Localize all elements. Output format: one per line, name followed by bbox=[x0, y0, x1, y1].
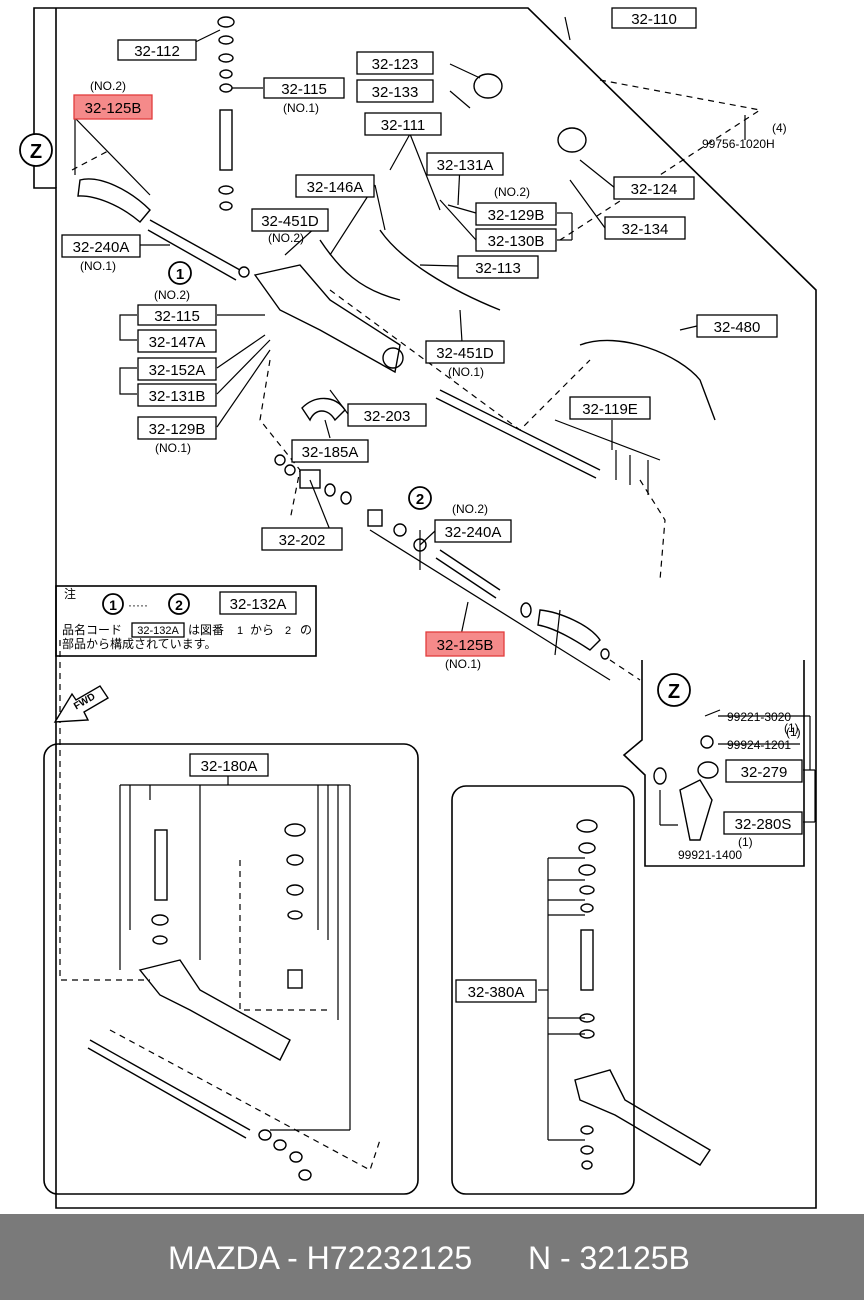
z-marker-top: Z bbox=[30, 141, 42, 163]
legend-title: 注 bbox=[64, 586, 76, 601]
label-32-125b-highlight-bottom: 32-125B bbox=[437, 637, 494, 654]
part-99221-3020: 99221-3020 bbox=[727, 710, 791, 724]
label-32-451d-bottom: 32-451D bbox=[436, 345, 494, 362]
label-32-125b-highlight-top: 32-125B bbox=[85, 100, 142, 117]
z-marker-bottom: Z bbox=[668, 681, 680, 703]
label-32-112: 32-112 bbox=[134, 43, 180, 60]
note-no2-left: (NO.2) bbox=[154, 288, 190, 302]
label-32-129b-top: 32-129B bbox=[488, 207, 545, 224]
note-qty-1-c: (1) bbox=[738, 835, 753, 849]
legend-circle-2: 2 bbox=[175, 597, 183, 613]
legend-line-1d: の bbox=[300, 623, 312, 637]
label-32-203: 32-203 bbox=[364, 408, 411, 425]
label-32-129b-bottom: 32-129B bbox=[149, 421, 206, 438]
footer-brand-part: MAZDA - H72232125 bbox=[168, 1240, 473, 1276]
lower-left-box bbox=[43, 743, 419, 1195]
footer-bar: MAZDA - H72232125 N - 32125B bbox=[0, 1214, 864, 1300]
circle-marker-1: 1 bbox=[176, 266, 184, 283]
legend-line-1b: は図番 bbox=[188, 623, 224, 637]
note-no2-bottom: (NO.2) bbox=[452, 502, 488, 516]
label-32-280s: 32-280S bbox=[735, 816, 792, 833]
note-no2-top-left: (NO.2) bbox=[90, 79, 126, 93]
z-detail-box bbox=[622, 660, 805, 867]
note-no1-bottom: (NO.1) bbox=[445, 657, 481, 671]
label-32-451d-top: 32-451D bbox=[261, 213, 319, 230]
label-32-147a: 32-147A bbox=[149, 334, 206, 351]
legend-line-2: 部品から構成されています。 bbox=[62, 636, 216, 651]
note-no1-mid: (NO.1) bbox=[448, 365, 484, 379]
label-32-185a: 32-185A bbox=[302, 444, 359, 461]
legend-line-1c: から bbox=[250, 623, 274, 637]
note-no1-left: (NO.1) bbox=[80, 259, 116, 273]
note-no1-top: (NO.1) bbox=[283, 101, 319, 115]
label-32-279: 32-279 bbox=[741, 764, 788, 781]
label-32-131b: 32-131B bbox=[149, 388, 206, 405]
footer-oem-number: N - 32125B bbox=[528, 1240, 690, 1276]
label-32-113: 32-113 bbox=[475, 260, 521, 277]
legend-circle-1-inline: 1 bbox=[237, 625, 243, 637]
legend-circle-2-inline: 2 bbox=[285, 625, 291, 637]
legend-line-1: 品名コード bbox=[62, 622, 122, 637]
label-32-110: 32-110 bbox=[631, 11, 677, 28]
outer-frame bbox=[33, 7, 817, 1209]
note-qty-1-a: (1) bbox=[784, 721, 799, 735]
label-32-240a-left: 32-240A bbox=[73, 239, 130, 256]
label-32-152a: 32-152A bbox=[149, 362, 206, 379]
note-no2-mid: (NO.2) bbox=[268, 231, 304, 245]
part-99756-1020h: 99756-1020H bbox=[702, 137, 775, 151]
label-32-124: 32-124 bbox=[631, 181, 678, 198]
label-32-202: 32-202 bbox=[279, 532, 326, 549]
label-32-111: 32-111 bbox=[381, 117, 425, 134]
label-32-380a: 32-380A bbox=[468, 984, 525, 1001]
label-32-134: 32-134 bbox=[622, 221, 669, 238]
lower-right-box bbox=[451, 785, 635, 1195]
note-qty-1-b: (1) bbox=[786, 725, 801, 739]
circle-marker-2: 2 bbox=[416, 491, 424, 508]
note-qty-4: (4) bbox=[772, 121, 787, 135]
label-32-119e: 32-119E bbox=[582, 401, 638, 418]
label-32-132a: 32-132A bbox=[230, 596, 287, 613]
legend-small-32-132a: 32-132A bbox=[137, 625, 179, 637]
legend-dots: ····· bbox=[128, 598, 148, 612]
label-32-133: 32-133 bbox=[372, 84, 419, 101]
label-32-131a: 32-131A bbox=[437, 157, 494, 174]
label-32-240a-right: 32-240A bbox=[445, 524, 502, 541]
fwd-arrow-icon bbox=[53, 685, 109, 723]
label-32-180a: 32-180A bbox=[201, 758, 258, 775]
label-32-123: 32-123 bbox=[372, 56, 419, 73]
note-no1-bottom-left: (NO.1) bbox=[155, 441, 191, 455]
label-32-115-top: 32-115 bbox=[281, 81, 327, 98]
note-no2-right: (NO.2) bbox=[494, 185, 530, 199]
part-99921-1400: 99921-1400 bbox=[678, 848, 742, 862]
label-32-480: 32-480 bbox=[714, 319, 761, 336]
label-32-146a: 32-146A bbox=[307, 179, 364, 196]
legend-box bbox=[55, 585, 317, 657]
parts-diagram: 32-112 32-115 32-125B 32-110 32-123 32-1… bbox=[19, 7, 817, 1209]
legend-circle-1: 1 bbox=[109, 597, 117, 613]
label-32-130b: 32-130B bbox=[488, 233, 545, 250]
part-99924-1201: 99924-1201 bbox=[727, 738, 791, 752]
label-32-115-left: 32-115 bbox=[154, 308, 200, 325]
